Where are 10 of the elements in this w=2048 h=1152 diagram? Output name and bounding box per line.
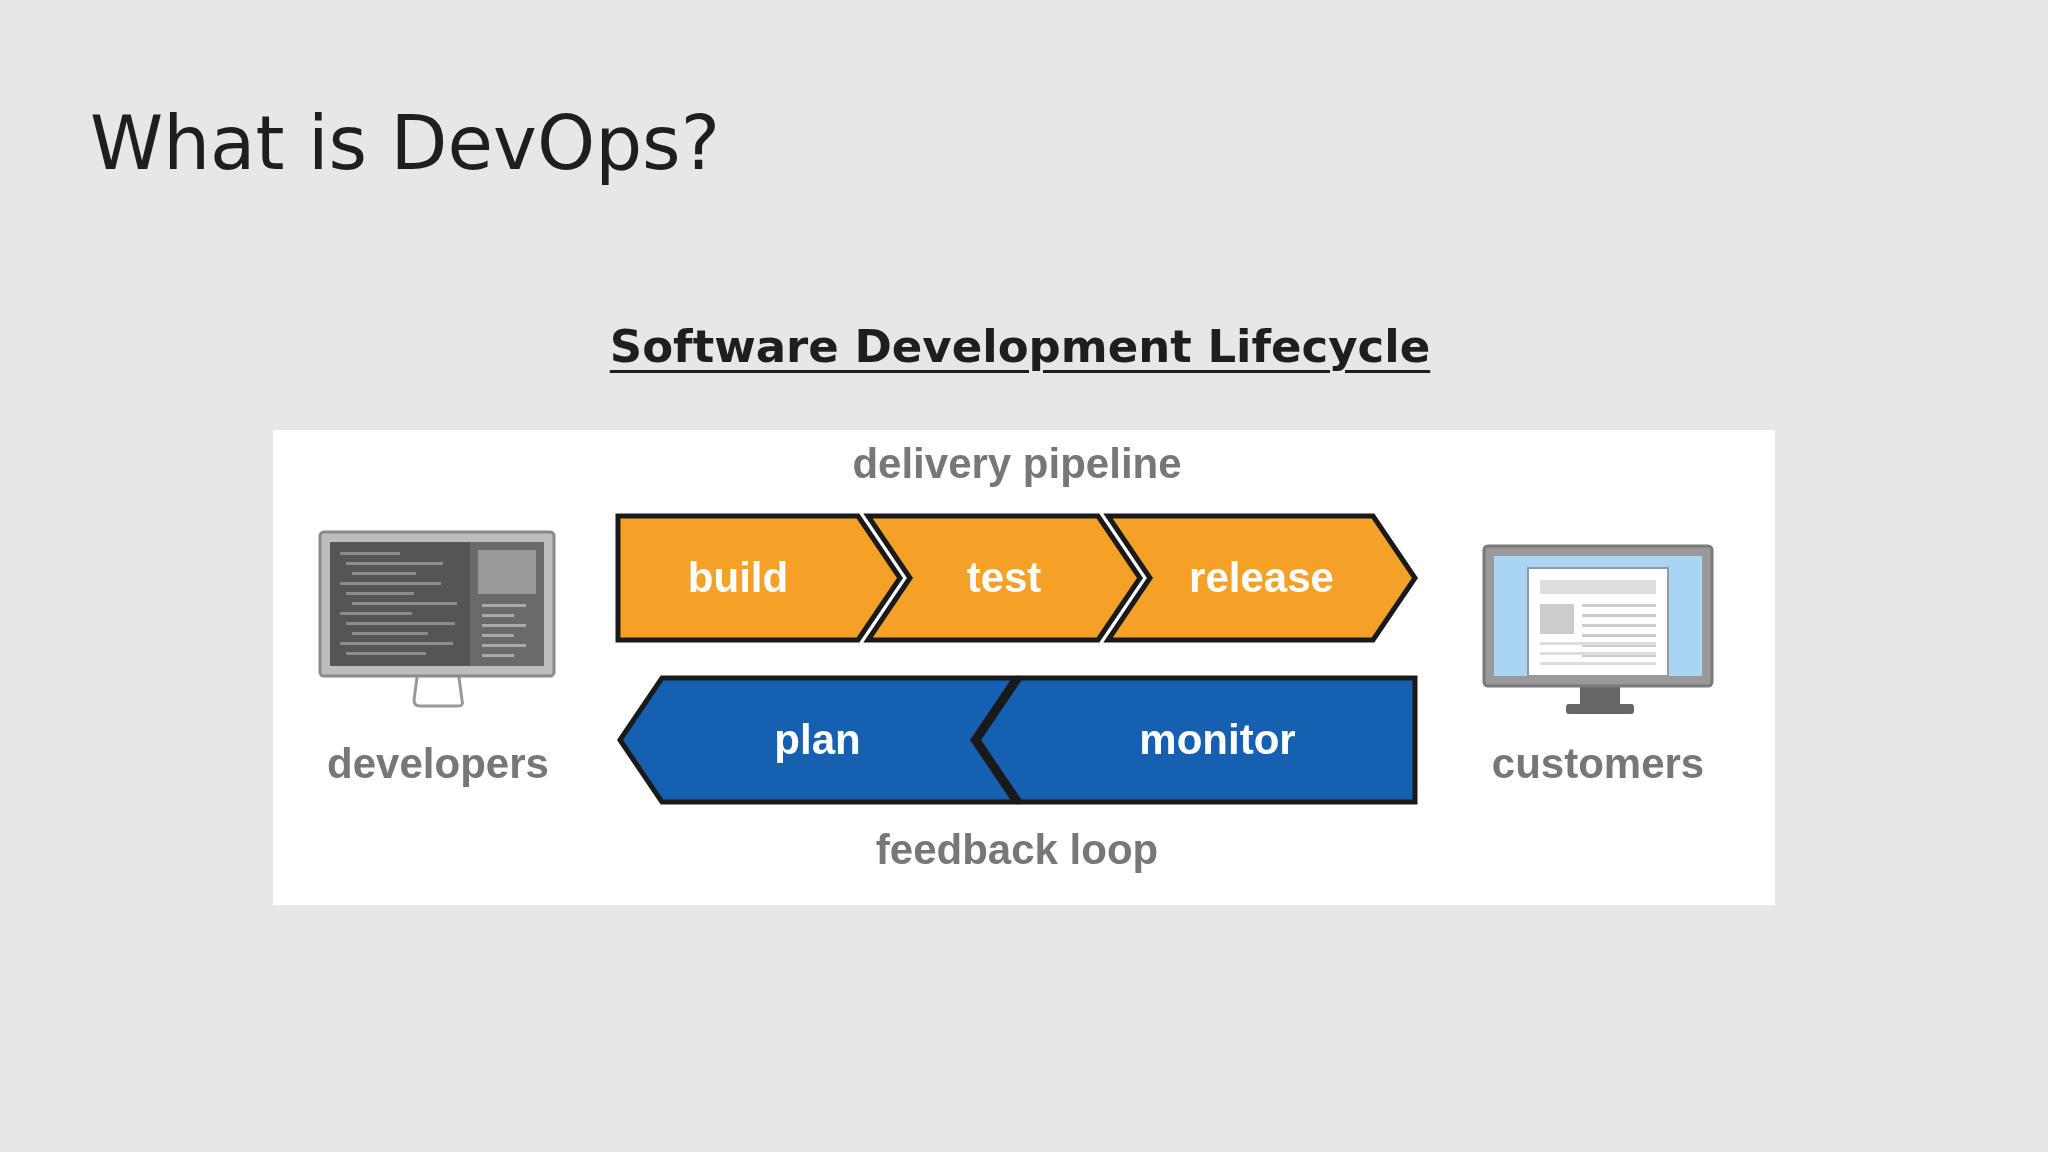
section-heading: Software Development Lifecycle (609, 320, 1431, 373)
loop-label: feedback loop (875, 826, 1159, 874)
stage-label: release (1189, 554, 1334, 602)
stage-label: build (687, 554, 789, 602)
stage-label: monitor (1139, 716, 1296, 764)
actor-label: developers (327, 740, 549, 788)
stage-label: plan (774, 716, 861, 764)
pipeline-label: delivery pipeline (852, 440, 1182, 488)
actor-label: customers (1491, 740, 1705, 788)
slide-title: What is DevOps? (90, 100, 720, 186)
